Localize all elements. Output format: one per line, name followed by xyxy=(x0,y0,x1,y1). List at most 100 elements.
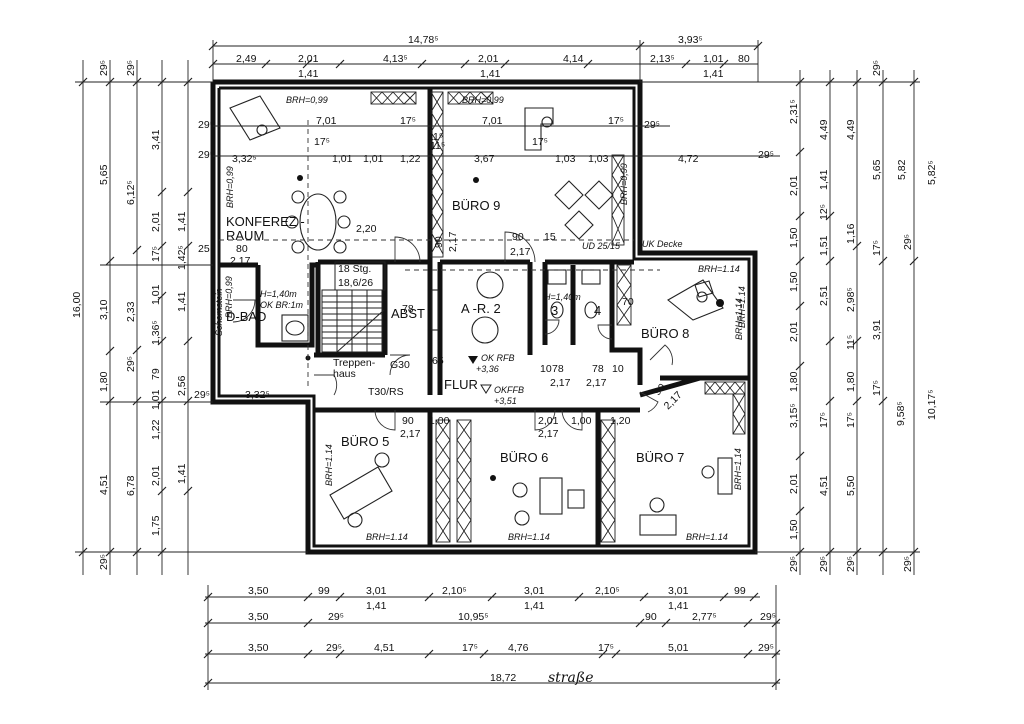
brh-label: BRH=1.14 xyxy=(508,532,550,542)
room-label-dbad: D-BAD xyxy=(226,309,266,324)
brh-label: BRH=0,99 xyxy=(619,163,629,205)
dim-text: 2,33 xyxy=(125,301,137,322)
dim-text: 1,20 xyxy=(610,415,631,427)
room-label-treppen-1: Treppen- xyxy=(333,357,376,369)
dim-text: 3,91 xyxy=(871,319,883,340)
dim-text: 29⁵ xyxy=(758,642,774,654)
dim-text: 17⁵ xyxy=(532,136,548,148)
level-label: OKFFB xyxy=(494,385,524,395)
cabinet-hatches xyxy=(370,91,746,543)
dim-text: 4,51 xyxy=(98,474,110,495)
dim-text: 1,01 xyxy=(150,284,162,305)
dim-text: 3,32⁵ xyxy=(245,389,270,401)
dim-text: 2,17 xyxy=(400,428,421,440)
bottom-dim-text: 3,50 99 3,01 2,10⁵ 3,01 2,10⁵ 3,01 99 1,… xyxy=(248,585,776,684)
interior-walls xyxy=(219,88,749,546)
dim-text: 1,16 xyxy=(845,223,857,244)
dim-text: 1,80 xyxy=(788,371,800,392)
dim-text: 2,10⁵ xyxy=(442,585,467,597)
dim-text: 29⁵ xyxy=(125,356,137,372)
chimney-label: Schornstein xyxy=(214,288,224,336)
dim-text: 10 xyxy=(540,363,552,375)
dim-text: 3,01 xyxy=(668,585,689,597)
dim-text: 3,50 xyxy=(248,642,269,654)
dim-text: 29⁵ xyxy=(194,389,210,401)
dim-text: 1,50 xyxy=(788,271,800,292)
axis-lines xyxy=(219,120,660,390)
dim-text: 3,32⁵ xyxy=(232,153,257,165)
height-label: H=1,40m xyxy=(544,292,581,302)
dim-text: 1,22 xyxy=(400,153,421,165)
level-value: +3,51 xyxy=(494,396,517,406)
dim-text: 2,13⁵ xyxy=(650,53,675,65)
dim-text: 29⁵ xyxy=(788,556,800,572)
dim-text: 17⁵ xyxy=(608,115,624,127)
dim-text: 1,41 xyxy=(524,600,545,612)
dim-text: 2,01 xyxy=(150,465,162,486)
dim-text: 2,01 xyxy=(150,211,162,232)
dim-text: 3,67 xyxy=(474,153,495,165)
dim-text: 1,01 xyxy=(363,153,384,165)
dim-text: 2,17 xyxy=(538,428,559,440)
dim-text: 1,41 xyxy=(818,169,830,190)
room-label-konferenz-2: RAUM xyxy=(226,228,264,243)
dim-text: 1,01 xyxy=(332,153,353,165)
dim-text: 4,14 xyxy=(563,53,584,65)
dim-text: 3,01 xyxy=(366,585,387,597)
dim-text: 2,01 xyxy=(478,53,499,65)
dim-text: 1,41 xyxy=(480,68,501,80)
dim-text: 1,41 xyxy=(668,600,689,612)
dim-text: 2,01 xyxy=(788,175,800,196)
dim-text: 29⁵ xyxy=(644,119,660,131)
dim-text: 3,10 xyxy=(98,299,110,320)
dim-text: 17⁵ xyxy=(598,642,614,654)
dim-text: 70 xyxy=(622,296,634,308)
dim-text: 90 xyxy=(402,415,414,427)
dim-text: 4,51 xyxy=(818,475,830,496)
dim-text: 3,41 xyxy=(150,129,162,150)
dim-text: 80 xyxy=(236,243,248,255)
dim-text: 1,03 xyxy=(555,153,576,165)
height-label: H=1,40m xyxy=(260,289,297,299)
dim-text: 2,51 xyxy=(818,285,830,306)
stair-ratio: 18,6/26 xyxy=(338,277,373,289)
dim-text: 29⁵ xyxy=(902,234,914,250)
doors xyxy=(232,231,673,431)
dim-text: 1,75 xyxy=(150,515,162,536)
dim-text: 79 xyxy=(150,368,162,380)
brh-label: BRH=0,99 xyxy=(224,276,234,318)
dim-text: 99 xyxy=(734,585,746,597)
dim-text: 1,36⁵ xyxy=(150,320,162,345)
dim-text: 5,82 xyxy=(896,159,908,180)
stair-count: 18 Stg. xyxy=(338,263,371,275)
brh-label: BRH=1.14 xyxy=(698,264,740,274)
dim-text: 29⁵ xyxy=(760,611,776,623)
dim-text: 5,01 xyxy=(668,642,689,654)
dim-text: 17⁵ xyxy=(150,246,162,262)
dim-text: 9,58⁵ xyxy=(895,401,907,426)
right-dim-text: 2,31⁵ 2,01 1,50 1,50 2,01 1,80 3,15⁵ 2,0… xyxy=(788,60,938,572)
brh-label: BRH=1.14 xyxy=(733,448,743,490)
dim-text: 4,13⁵ xyxy=(383,53,408,65)
top-dim-text: 14,78⁵ 3,93⁵ 2,49 2,01 4,13⁵ 2,01 4,14 2… xyxy=(198,34,774,165)
dim-text: 4,72 xyxy=(678,153,699,165)
dim-text: 1,41 xyxy=(366,600,387,612)
dim-text: 2,01 xyxy=(298,53,319,65)
dim-text: 2,01 xyxy=(788,473,800,494)
dim-text: 1,22 xyxy=(150,419,162,440)
bottom-dimensions xyxy=(203,585,781,690)
dim-text: 11⁵ xyxy=(430,140,445,152)
dim-text: 1,50 xyxy=(788,519,800,540)
dim-text: 1,00 xyxy=(571,415,592,427)
room-label-wc4: 4 xyxy=(594,303,601,318)
dim-text: 2,98⁵ xyxy=(845,287,857,312)
dim-text: 29⁵ xyxy=(125,60,137,76)
dim-text: 2,20 xyxy=(356,223,377,235)
dim-text: 90 xyxy=(645,611,657,623)
dim-text: 1,41 xyxy=(298,68,319,80)
dim-text: 29⁵ xyxy=(818,556,830,572)
room-labels: KONFEREZ - RAUM BÜRO 9 D-BAD ABST A -R. … xyxy=(226,198,689,465)
room-label-abst: ABST xyxy=(391,306,425,321)
dim-text: 1,00 xyxy=(429,415,450,427)
